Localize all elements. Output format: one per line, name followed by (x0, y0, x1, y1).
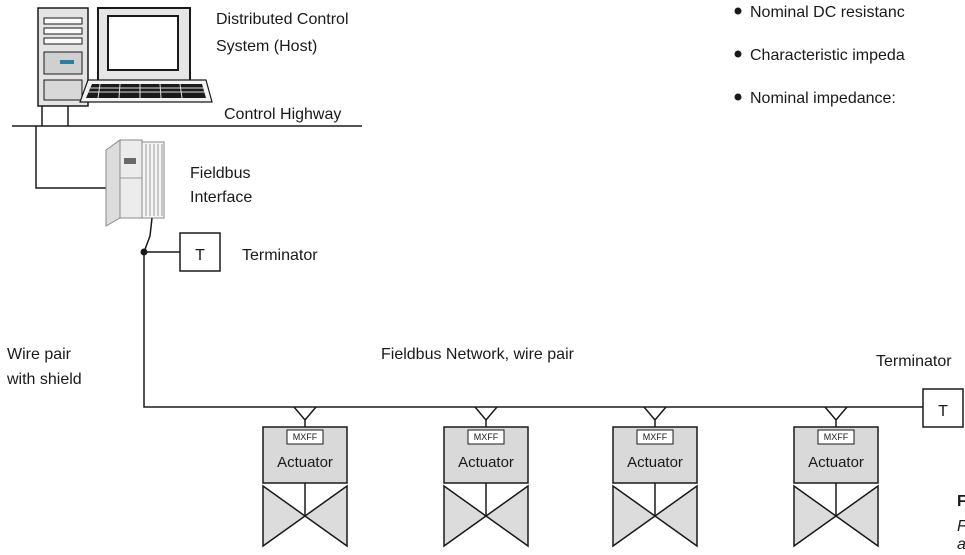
bullet-icon (734, 93, 742, 101)
spec-item: Nominal impedance: (750, 90, 896, 107)
actuator-tag: MXFF (643, 432, 668, 442)
actuator-label: Actuator (458, 454, 514, 471)
actuator-label: Actuator (277, 454, 333, 471)
actuator-label: Actuator (627, 454, 683, 471)
fieldbus-interface-icon (105, 139, 165, 227)
actuator-4: MXFF Actuator (793, 406, 879, 548)
host-computer-icon (37, 7, 213, 107)
actuator-2: MXFF Actuator (443, 406, 529, 548)
figure-caption-line1: F (957, 518, 965, 535)
interface-label-line1: Fieldbus (190, 165, 250, 182)
terminator2-label: Terminator (876, 353, 952, 370)
actuator-tag: MXFF (824, 432, 849, 442)
figure-caption-line2: a (957, 536, 965, 550)
terminator1-box (179, 232, 221, 272)
valve-icon (612, 484, 698, 548)
actuator-label: Actuator (808, 454, 864, 471)
valve-icon (262, 484, 348, 548)
terminator1-symbol: T (195, 247, 205, 264)
spec-list: Nominal DC resistanc Characteristic impe… (734, 4, 905, 107)
bullet-icon (734, 50, 742, 58)
cable-label-line1: Wire pair (7, 346, 72, 363)
interface-drop-line (143, 217, 153, 253)
terminator2-box (922, 388, 964, 428)
host-label-line1: Distributed Control (216, 11, 349, 28)
actuator-tag: MXFF (293, 432, 318, 442)
interface-link-line (35, 126, 106, 189)
actuator-tag: MXFF (474, 432, 499, 442)
valve-icon (793, 484, 879, 548)
valve-icon (443, 484, 529, 548)
host-label-line2: System (Host) (216, 38, 317, 55)
terminator2-symbol: T (938, 403, 948, 420)
spec-item: Nominal DC resistanc (750, 4, 905, 21)
spec-item: Characteristic impeda (750, 47, 905, 64)
terminator1-label: Terminator (242, 247, 318, 264)
highway-label: Control Highway (224, 106, 341, 123)
interface-label-line2: Interface (190, 189, 252, 206)
cable-label-line2: with shield (6, 371, 82, 388)
actuator-3: MXFF Actuator (612, 406, 698, 548)
fieldbus-network-line (143, 252, 923, 408)
bullet-icon (734, 7, 742, 15)
network-label: Fieldbus Network, wire pair (381, 346, 575, 363)
figure-label: F (957, 493, 965, 510)
actuator-1: MXFF Actuator (262, 406, 348, 548)
